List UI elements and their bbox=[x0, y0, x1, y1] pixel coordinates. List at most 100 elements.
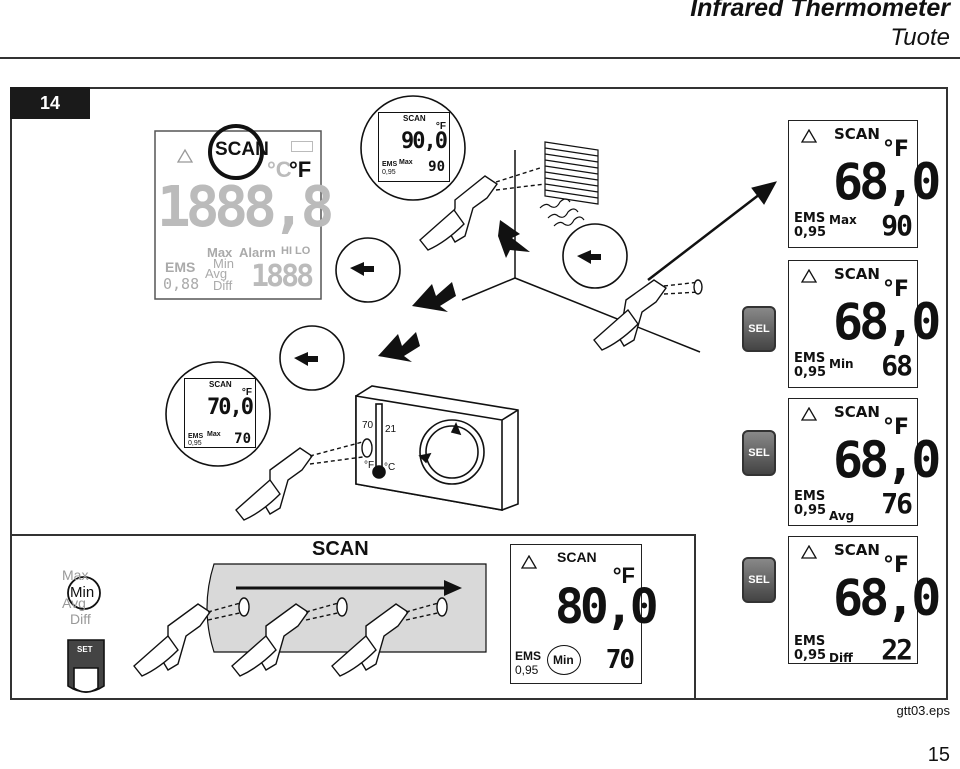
center-ems: EMS bbox=[515, 649, 542, 663]
thermometer-gun-left bbox=[235, 438, 373, 521]
ems-label: EMS bbox=[794, 211, 826, 226]
mode-diff: Diff bbox=[70, 611, 91, 627]
thermometer-gun-top bbox=[419, 167, 546, 251]
display-mode: Min bbox=[829, 357, 854, 371]
thermostat-ems-value: 0,95 bbox=[188, 440, 202, 447]
center-display: SCAN °F 80,0 EMS 0,95 Min 70 bbox=[510, 544, 659, 684]
ems-label: EMS bbox=[794, 489, 826, 504]
legend-unit-f: °F bbox=[289, 157, 312, 182]
thermometer-gun-scan-2 bbox=[231, 597, 348, 677]
wall-scan: SCAN bbox=[403, 114, 426, 123]
ems-value: 0,95 bbox=[794, 365, 827, 380]
figure-number: 14 bbox=[10, 87, 90, 119]
center-scan: SCAN bbox=[557, 549, 597, 565]
display-scan: SCAN bbox=[834, 403, 880, 421]
thermometer-gun-right bbox=[593, 279, 703, 351]
display-scan: SCAN bbox=[834, 541, 880, 559]
ems-label: EMS bbox=[794, 634, 826, 649]
document-title: Infrared Thermometer bbox=[690, 0, 950, 22]
thermostat-reading-display: SCAN °F 70,0 EMS 0,95 Max 70 bbox=[184, 378, 256, 448]
wall-value: 90,0 bbox=[401, 129, 448, 154]
display-value: 68,0 bbox=[833, 569, 941, 627]
wall-ems-value: 0,95 bbox=[382, 169, 396, 176]
warning-icon bbox=[801, 269, 817, 283]
center-mode-circle bbox=[547, 645, 581, 675]
heat-waves bbox=[539, 198, 585, 227]
mode-avg: Avg bbox=[62, 595, 86, 611]
scan-section-divider-vertical bbox=[694, 534, 696, 700]
thermostat-box bbox=[355, 385, 519, 511]
display-value: 68,0 bbox=[833, 153, 941, 211]
thermostat-scan: SCAN bbox=[209, 380, 232, 389]
legend-ems: EMS bbox=[165, 259, 196, 275]
legend-digits: 1888,8 bbox=[157, 175, 334, 240]
center-ems-value: 0,95 bbox=[515, 663, 539, 677]
wall-unit: °F bbox=[435, 121, 446, 132]
legend-alarm: Alarm bbox=[239, 245, 276, 260]
display-mode-value: 76 bbox=[881, 487, 913, 520]
sel-button-1: SEL bbox=[742, 306, 776, 352]
ems-label: EMS bbox=[794, 351, 826, 366]
warning-icon bbox=[801, 545, 817, 559]
warning-icon bbox=[521, 555, 537, 569]
legend-ems-value: 0,88 bbox=[163, 275, 200, 293]
scan-highlight-circle bbox=[208, 124, 264, 180]
trigger-detail-circles bbox=[279, 223, 628, 391]
trigger-arrows bbox=[294, 250, 601, 366]
wall-mode: Max bbox=[399, 159, 413, 166]
wall-vent bbox=[544, 141, 599, 205]
wall-mode-value: 90 bbox=[428, 159, 445, 175]
battery-icon bbox=[291, 141, 313, 152]
motion-arrows bbox=[378, 220, 530, 362]
scan-section-title: SCAN bbox=[312, 538, 369, 560]
warning-icon bbox=[801, 407, 817, 421]
ems-value: 0,95 bbox=[794, 648, 827, 663]
display-mode-value: 22 bbox=[881, 633, 913, 666]
scan-section-divider bbox=[10, 534, 696, 536]
legend-unit-c: °C bbox=[267, 157, 292, 182]
document-subtitle: Tuote bbox=[890, 24, 950, 51]
figure-file-reference: gtt03.eps bbox=[896, 703, 951, 718]
thermometer-gun-scan-1 bbox=[133, 597, 250, 677]
set-button: SET bbox=[77, 645, 93, 654]
thermostat-unit-c: °C bbox=[384, 462, 396, 473]
thermostat-value: 70,0 bbox=[207, 395, 254, 420]
display-unit: °F bbox=[882, 415, 909, 440]
wall-ems: EMS bbox=[382, 161, 398, 168]
legend-small-digits: 1888 bbox=[251, 259, 314, 294]
display-legend-frame bbox=[154, 130, 322, 300]
display-mode: Diff bbox=[829, 651, 853, 665]
thermostat-ems: EMS bbox=[188, 433, 204, 440]
display-scan: SCAN bbox=[834, 125, 880, 143]
display-unit: °F bbox=[882, 137, 909, 162]
display-mode-value: 68 bbox=[881, 349, 913, 382]
thermostat-label-21: 21 bbox=[385, 424, 397, 435]
figure-frame bbox=[10, 87, 948, 700]
legend-avg: Avg bbox=[205, 266, 228, 281]
ems-value: 0,95 bbox=[794, 225, 827, 240]
thermostat-mode: Max bbox=[207, 431, 221, 438]
thermostat-unit-f: °F bbox=[364, 460, 375, 471]
legend-hi-lo: HI LO bbox=[281, 245, 311, 257]
sel-button-3: SEL bbox=[742, 557, 776, 603]
legend-max: Max bbox=[207, 245, 233, 260]
legend-scan: SCAN bbox=[215, 139, 269, 160]
display-mode-value: 90 bbox=[881, 209, 913, 242]
legend-diff: Diff bbox=[213, 278, 233, 293]
warning-icon bbox=[801, 129, 817, 143]
thermometer-gun-scan-3 bbox=[331, 597, 448, 677]
room-corner bbox=[461, 150, 701, 353]
center-unit: °F bbox=[612, 563, 635, 588]
min-highlight-circle bbox=[67, 576, 101, 610]
display-unit: °F bbox=[882, 277, 909, 302]
display-unit: °F bbox=[882, 553, 909, 578]
set-button-graphic bbox=[67, 639, 105, 693]
thermostat-unit: °F bbox=[241, 387, 252, 398]
page-number: 15 bbox=[927, 744, 950, 766]
